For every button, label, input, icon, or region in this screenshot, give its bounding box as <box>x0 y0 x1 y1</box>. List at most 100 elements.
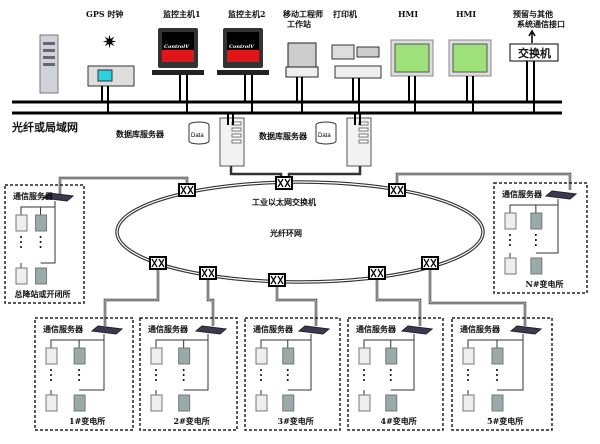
protection-relay-icon <box>491 394 504 412</box>
disk-label: Data <box>318 133 331 139</box>
fiber-link <box>103 263 160 326</box>
protection-relay-icon <box>35 267 48 285</box>
device-label: 预留与其他 <box>513 9 553 19</box>
protection-relay-icon <box>35 214 48 232</box>
protection-relay-icon <box>73 394 86 412</box>
ring-label: 光纤环网 <box>269 228 302 238</box>
substation-box[interactable] <box>139 317 238 431</box>
ring-switch-label: 工业以太网交换机 <box>252 197 316 207</box>
protection-relay-icon <box>15 214 28 232</box>
device-hmi[interactable] <box>390 39 434 77</box>
station-name: 2#变电所 <box>174 416 210 426</box>
protection-relay-icon <box>255 394 268 412</box>
device-server[interactable] <box>39 34 59 94</box>
protection-relay-icon <box>282 394 295 412</box>
comm-server-label: 通信服务器 <box>148 324 189 334</box>
device-label: 移动工程师 <box>283 9 323 19</box>
comm-server-label: 通信服务器 <box>460 324 501 334</box>
ethernet-switch-icon[interactable] <box>368 266 386 280</box>
device-label: 工作站 <box>287 19 311 29</box>
comm-server-icon <box>41 192 75 202</box>
screen-text: ControlV <box>164 44 190 50</box>
comm-server-icon <box>509 325 543 335</box>
station-name: 5#变电所 <box>487 416 523 426</box>
device-label: 打印机 <box>333 9 357 19</box>
db-server-label: 数据库服务器 <box>116 129 165 139</box>
comm-server-icon <box>544 190 578 200</box>
substation-box[interactable] <box>493 182 588 294</box>
comm-server-label: 通信服务器 <box>356 324 397 334</box>
ethernet-switch-icon[interactable] <box>388 183 406 197</box>
comm-server-icon <box>194 325 228 335</box>
device-label: 监控主机2 <box>228 9 266 19</box>
substation-box[interactable] <box>34 317 134 431</box>
arrow-up-icon <box>528 29 536 43</box>
substation-box[interactable] <box>4 184 85 304</box>
comm-server-icon <box>90 325 124 335</box>
fiber-link <box>58 176 189 196</box>
station-name: 3#变电所 <box>278 416 314 426</box>
device-gps[interactable]: ✷ <box>87 32 135 87</box>
device-monitor[interactable]: ControlV <box>152 28 204 75</box>
database-server[interactable]: Data <box>315 117 372 167</box>
comm-server-label: 通信服务器 <box>13 191 54 201</box>
device-label: 监控主机1 <box>163 9 201 19</box>
protection-relay-icon <box>150 394 163 412</box>
db-server-label: 数据库服务器 <box>259 131 308 141</box>
comm-server-label: 通信服务器 <box>502 189 543 199</box>
protection-relay-icon <box>358 394 371 412</box>
ethernet-switch-icon[interactable] <box>149 256 167 270</box>
ethernet-switch-icon[interactable] <box>178 183 196 197</box>
protection-relay-icon <box>15 267 28 285</box>
network-label: 光纤或局域网 <box>11 120 78 134</box>
device-label: 系统通信接口 <box>517 19 565 29</box>
protection-relay-icon <box>530 257 543 275</box>
ethernet-switch-icon[interactable] <box>421 256 439 270</box>
device-label: HMI <box>456 9 476 19</box>
station-name: 总降站或开闭所 <box>15 289 71 299</box>
ethernet-switch-icon[interactable] <box>268 273 286 287</box>
protection-relay-icon <box>385 394 398 412</box>
protection-relay-icon <box>462 394 475 412</box>
protection-relay-icon <box>45 394 58 412</box>
substation-box[interactable] <box>347 317 444 431</box>
protection-relay-icon <box>504 257 517 275</box>
device-switch[interactable]: 交换机 <box>509 29 559 62</box>
ethernet-switch-icon[interactable] <box>275 176 293 190</box>
substation-box[interactable] <box>451 317 553 431</box>
protection-relay-icon <box>178 394 191 412</box>
station-name: N#变电所 <box>526 279 564 289</box>
protection-relay-icon <box>530 212 543 230</box>
device-monitor[interactable]: ControlV <box>217 28 269 75</box>
comm-server-icon <box>297 325 331 335</box>
fiber-link <box>395 172 572 190</box>
protection-relay-icon <box>385 347 398 365</box>
gps-antenna-icon: ✷ <box>102 32 117 53</box>
protection-relay-icon <box>178 347 191 365</box>
protection-relay-icon <box>73 347 86 365</box>
protection-relay-icon <box>504 212 517 230</box>
device-printer[interactable] <box>331 44 382 79</box>
screen-text: ControlV <box>229 44 255 50</box>
device-laptop[interactable] <box>285 42 319 78</box>
device-hmi[interactable] <box>448 39 492 77</box>
database-server[interactable]: Data <box>188 117 245 167</box>
station-name: 4#变电所 <box>381 416 417 426</box>
protection-relay-icon <box>282 347 295 365</box>
device-label: HMI <box>398 9 418 19</box>
data-disk-icon <box>315 125 337 145</box>
switch-box-label: 交换机 <box>518 46 551 60</box>
protection-relay-icon <box>491 347 504 365</box>
station-name: 1#变电所 <box>69 416 105 426</box>
data-disk-icon <box>188 125 210 145</box>
device-label: GPS 时钟 <box>86 9 123 19</box>
ethernet-switch-icon[interactable] <box>199 266 217 280</box>
comm-server-label: 通信服务器 <box>43 324 84 334</box>
protection-relay-icon <box>462 347 475 365</box>
comm-server-label: 通信服务器 <box>253 324 294 334</box>
protection-relay-icon <box>150 347 163 365</box>
substation-box[interactable] <box>244 317 341 431</box>
disk-label: Data <box>191 133 204 139</box>
